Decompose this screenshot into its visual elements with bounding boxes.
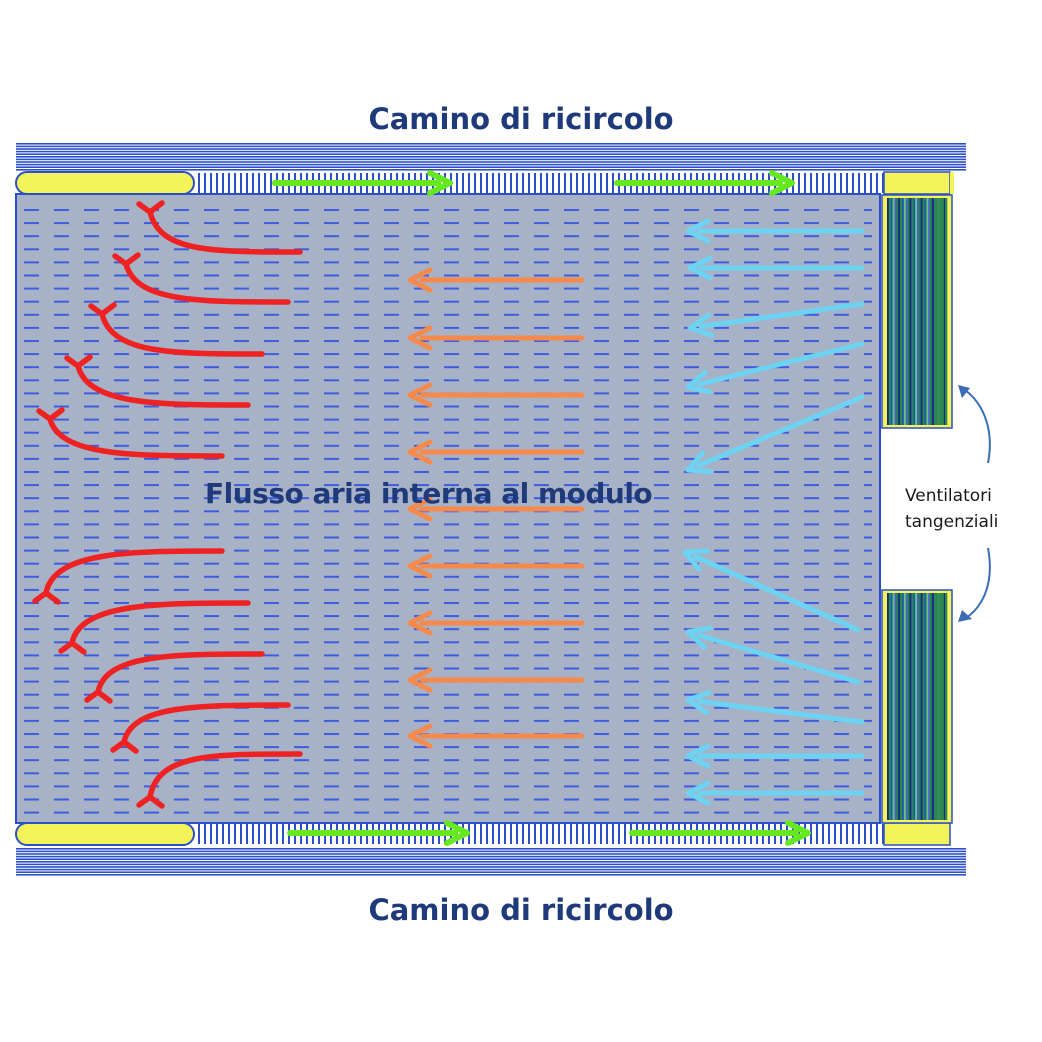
red-arrow <box>36 407 225 459</box>
cyan-arrow <box>685 394 865 474</box>
green-arrow <box>629 820 811 846</box>
orange-arrow <box>407 667 585 693</box>
cyan-arrow <box>685 743 865 769</box>
fan-callout-arrows <box>958 385 991 622</box>
cyan-arrow <box>685 690 865 725</box>
red-arrow <box>64 354 251 408</box>
orange-arrow <box>407 382 585 408</box>
orange-arrow <box>407 267 585 293</box>
red-arrow <box>84 651 265 704</box>
cyan-arrow <box>687 255 865 281</box>
cyan-arrows <box>682 218 865 806</box>
green-arrow <box>272 170 453 196</box>
green-arrow <box>614 170 795 196</box>
red-arrow <box>110 702 291 754</box>
cyan-arrow <box>682 548 861 633</box>
top-chimney <box>16 143 966 171</box>
red-arrow <box>136 200 303 255</box>
tangential-fan-bottom <box>881 589 953 824</box>
fans-label-line1: Ventilatori <box>905 486 992 506</box>
cyan-arrow <box>685 218 865 244</box>
orange-arrow <box>407 325 585 351</box>
bottom-chimney <box>16 848 966 876</box>
orange-arrow <box>407 723 585 749</box>
fans-label-line2: tangenziali <box>905 512 999 532</box>
red-arrow <box>32 548 225 605</box>
cyan-arrow <box>685 780 865 806</box>
red-arrow <box>58 600 251 655</box>
top-rail <box>15 171 954 195</box>
tangential-fan-top <box>881 194 953 429</box>
red-arrow <box>88 302 265 357</box>
red-arrow <box>112 252 291 305</box>
red-arrows <box>32 200 303 809</box>
orange-arrow <box>407 553 585 579</box>
orange-arrow <box>407 496 585 522</box>
cyan-arrow <box>687 301 865 338</box>
bottom-rail <box>15 822 951 846</box>
orange-arrow <box>407 610 585 636</box>
cyan-arrow <box>685 625 861 685</box>
fans-label: Ventilatori tangenziali <box>905 483 1030 535</box>
orange-arrow <box>407 439 585 465</box>
green-arrows <box>272 170 811 846</box>
cyan-arrow <box>685 341 865 395</box>
top-chimney-label: Camino di ricircolo <box>368 102 674 136</box>
orange-arrows <box>407 267 585 749</box>
internal-airflow-label: Flusso aria interna al modulo <box>205 477 653 510</box>
red-arrow <box>136 751 303 809</box>
bottom-chimney-label: Camino di ricircolo <box>368 893 674 927</box>
green-arrow <box>287 820 470 846</box>
